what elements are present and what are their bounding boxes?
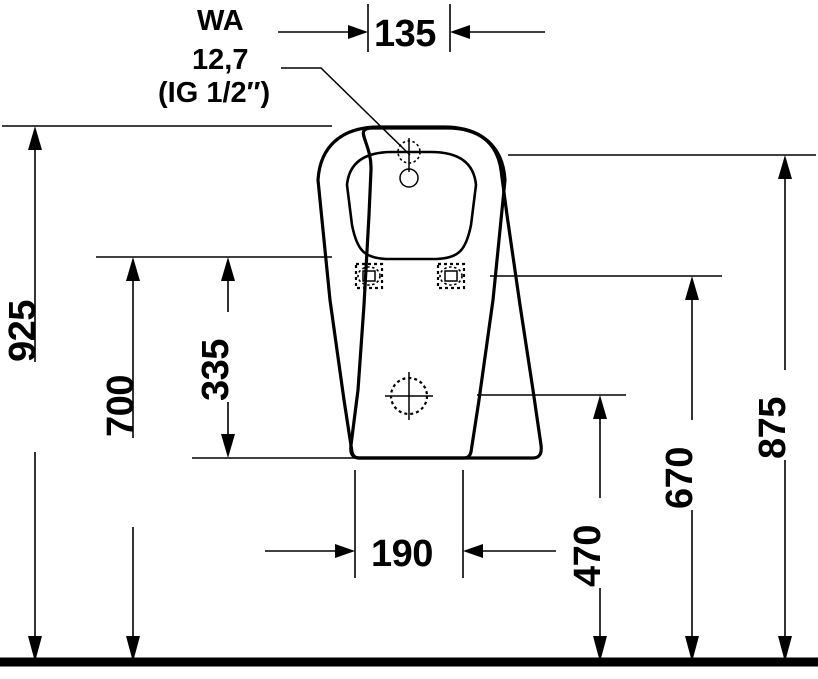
dim-label-925: 925 — [2, 300, 44, 362]
mount-left-inner-rect — [362, 270, 376, 282]
mount-right-inner-rect — [444, 270, 458, 282]
arrowhead-700-top — [126, 257, 140, 281]
inlet-opening-circle — [399, 168, 419, 188]
arrowhead-670-top — [685, 276, 699, 300]
mount-right-ellipse — [439, 266, 463, 286]
dim-label-135: 135 — [374, 13, 436, 55]
label-supply-size: 12,7 — [192, 44, 248, 76]
mount-left-outer-rect — [354, 262, 384, 290]
arrowhead-925-top — [28, 126, 42, 150]
dimension-width-bottom: 190 — [265, 470, 556, 578]
water-inlet-crosshair — [387, 138, 431, 188]
dim-label-875: 875 — [752, 397, 794, 459]
arrowhead-875-top — [778, 155, 792, 179]
dimension-width-top: 135 — [278, 4, 545, 55]
dimension-height-925: 925 — [2, 126, 44, 662]
urinal-inner-bowl — [345, 150, 478, 261]
arrowhead-700-bottom — [126, 636, 140, 662]
dimension-height-670: 670 — [659, 276, 701, 662]
arrowhead-470-bottom — [593, 636, 607, 662]
waste-outlet-crosshair — [385, 372, 433, 420]
inlet-dashed-circle — [397, 140, 421, 164]
mount-left-ellipse — [357, 266, 381, 286]
label-wa: WA — [197, 5, 244, 37]
dim-label-335: 335 — [195, 339, 237, 401]
dim-label-700: 700 — [100, 375, 142, 437]
arrowhead-875-bottom — [778, 636, 792, 662]
mount-right-outer-rect — [436, 262, 466, 290]
dimension-height-875: 875 — [752, 155, 794, 662]
outlet-dashed-circle — [389, 376, 429, 416]
arrowhead-335-bottom — [221, 434, 235, 458]
dimension-height-335: 335 — [195, 257, 237, 458]
label-water-supply: 12,7 (IG 1/2″) — [158, 44, 411, 156]
wall-mount-marker-left — [354, 262, 384, 290]
label-supply-thread: (IG 1/2″) — [158, 77, 270, 109]
arrowhead-190-left — [335, 544, 355, 558]
dim-label-470: 470 — [567, 525, 609, 587]
arrowhead-135-right — [450, 25, 470, 39]
arrowhead-925-bottom — [28, 636, 42, 662]
arrowhead-135-left — [348, 25, 368, 39]
dimension-height-700: 700 — [100, 257, 142, 662]
arrowhead-470-top — [593, 395, 607, 419]
arrowhead-335-top — [221, 257, 235, 281]
urinal-body — [316, 125, 543, 460]
arrowhead-670-bottom — [685, 636, 699, 662]
dim-label-670: 670 — [659, 447, 701, 509]
dim-label-190: 190 — [371, 533, 433, 575]
arrowhead-190-right — [463, 544, 483, 558]
wall-mount-marker-right — [436, 262, 466, 290]
dimension-height-470: 470 — [567, 395, 609, 662]
urinal-silhouette — [316, 125, 507, 460]
